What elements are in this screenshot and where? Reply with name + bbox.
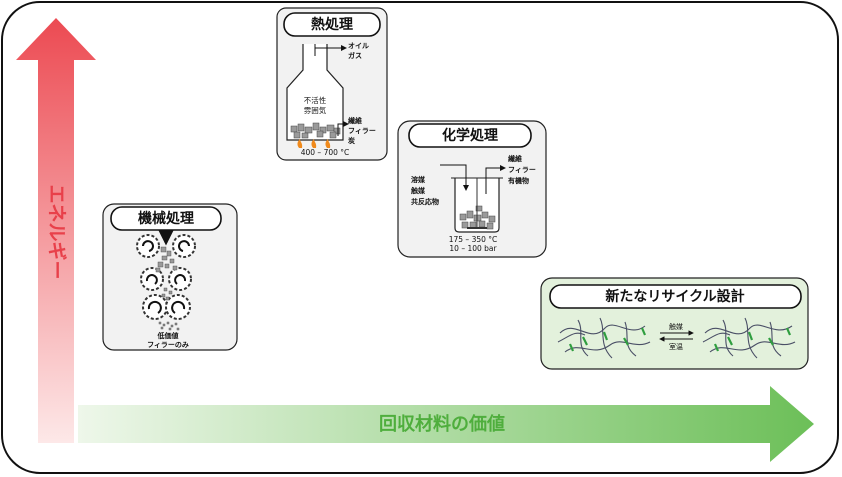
- chem-pressure: 10 – 100 bar: [449, 244, 497, 253]
- backward-condition: 室温: [669, 342, 683, 351]
- mechanical-title: 機械処理: [138, 210, 194, 227]
- thermal-panel: 熱処理 オイル ガス 不活性 雰囲気 繊維 フィラー 炭 40: [276, 7, 388, 161]
- polymer-network-right: [702, 317, 796, 359]
- recycle-panel: 新たなリサイクル設計 触媒 室温: [540, 277, 809, 370]
- thermal-title: 熱処理: [311, 16, 353, 33]
- polymer-network-left: [557, 317, 651, 359]
- value-axis-label: 回収材料の価値: [379, 413, 505, 435]
- forward-condition: 触媒: [669, 322, 683, 331]
- chem-out-organics: 有機物: [508, 176, 529, 185]
- mech-out-2: フィラーのみ: [147, 341, 189, 349]
- thermal-title-pill: [283, 12, 381, 37]
- crusher-gears-bottom: [142, 294, 191, 320]
- value-axis: 回収材料の価値: [78, 386, 814, 462]
- mechanical-panel: 機械処理: [102, 203, 238, 351]
- thermal-inside-1: 不活性: [304, 95, 327, 105]
- thermal-out-oil: オイル: [348, 42, 369, 50]
- chem-in-coreactant: 共反応物: [411, 197, 439, 206]
- crusher-gears-middle: [140, 267, 192, 291]
- chem-temp: 175 – 350 °C: [449, 235, 498, 244]
- energy-axis-label: エネルギー: [46, 184, 68, 279]
- reactor-flask: [286, 44, 344, 141]
- value-arrow: [78, 386, 814, 462]
- energy-arrow: [16, 18, 96, 443]
- energy-axis: エネルギー: [16, 18, 96, 443]
- thermal-out-fiber: 繊維: [348, 116, 362, 125]
- chem-in-catalyst: 触媒: [410, 186, 426, 195]
- gas-outlet-arrow: [314, 45, 347, 51]
- thermal-out-filler: フィラー: [348, 127, 376, 135]
- chemical-title: 化学処理: [442, 127, 498, 144]
- thermal-out-gas: ガス: [348, 51, 362, 60]
- chemical-title-pill: [408, 123, 532, 148]
- chem-out-fiber: 繊維: [508, 154, 522, 163]
- thermal-fragments: [290, 122, 341, 139]
- dynamic-links-right: [713, 327, 792, 352]
- crusher-gears-top: [136, 234, 196, 258]
- solid-outlet-arrow: [337, 121, 349, 136]
- recycle-title-pill: [549, 284, 802, 309]
- flame-icons: [297, 139, 331, 148]
- thermal-inside-2: 雰囲気: [304, 105, 327, 115]
- dynamic-links-left: [568, 327, 647, 352]
- chem-in-solvent: 溶媒: [411, 175, 426, 184]
- recycle-title: 新たなリサイクル設計: [605, 288, 744, 305]
- chem-inlet-arrow: [440, 164, 469, 191]
- chem-outlet-arrow: [485, 165, 506, 194]
- thermal-out-char: 炭: [348, 136, 355, 145]
- chemical-panel: 化学処理 溶媒 触媒 共反応物 繊維 フィラー 有機物 175 – 350 °C…: [397, 120, 547, 258]
- thermal-temp: 400 – 700 °C: [301, 148, 350, 157]
- chem-out-filler: フィラー: [508, 166, 536, 174]
- mechanical-fragments: [155, 246, 180, 331]
- mech-out-1: 低価値: [157, 331, 179, 340]
